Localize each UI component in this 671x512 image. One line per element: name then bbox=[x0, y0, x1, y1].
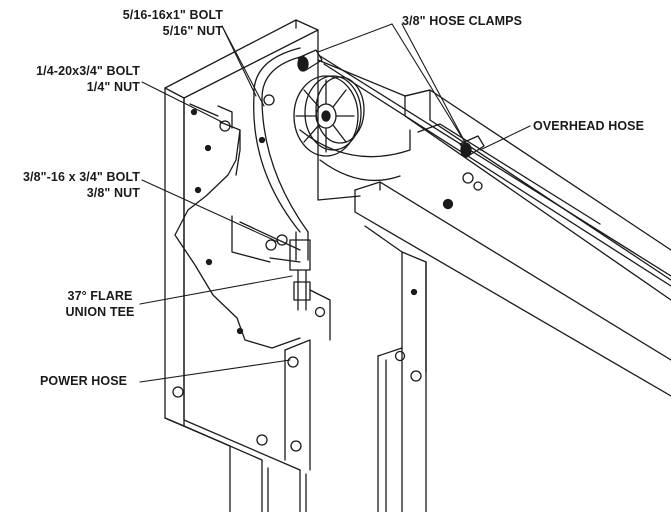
top-plate bbox=[299, 129, 411, 182]
fasteners bbox=[172, 94, 454, 452]
label-hose-clamps: 3/8" HOSE CLAMPS bbox=[402, 14, 523, 28]
overhead-beam bbox=[317, 59, 671, 397]
label-bolt-516: 5/16-16x1" BOLT bbox=[122, 8, 223, 22]
label-nut-14: 1/4" NUT bbox=[86, 80, 140, 94]
label-overhead-hose: OVERHEAD HOSE bbox=[533, 119, 645, 133]
overhead-hose-line bbox=[319, 55, 671, 287]
label-power-hose: POWER HOSE bbox=[40, 374, 128, 388]
power-hose-line bbox=[253, 47, 311, 311]
label-nut-38: 3/8" NUT bbox=[86, 186, 140, 200]
lower-bracket bbox=[284, 289, 331, 471]
leader-lines bbox=[139, 23, 531, 383]
mounting-bracket bbox=[174, 103, 301, 349]
pulley-sheave bbox=[293, 75, 365, 157]
right-column bbox=[377, 89, 431, 512]
label-flare: 37° FLARE bbox=[67, 289, 133, 303]
label-bolt-14: 1/4-20x3/4" BOLT bbox=[36, 64, 140, 78]
column-post bbox=[164, 19, 319, 512]
label-bolt-38: 3/8"-16 x 3/4" BOLT bbox=[22, 170, 140, 184]
label-union-tee: UNION TEE bbox=[65, 305, 135, 319]
label-nut-516: 5/16" NUT bbox=[162, 24, 223, 38]
